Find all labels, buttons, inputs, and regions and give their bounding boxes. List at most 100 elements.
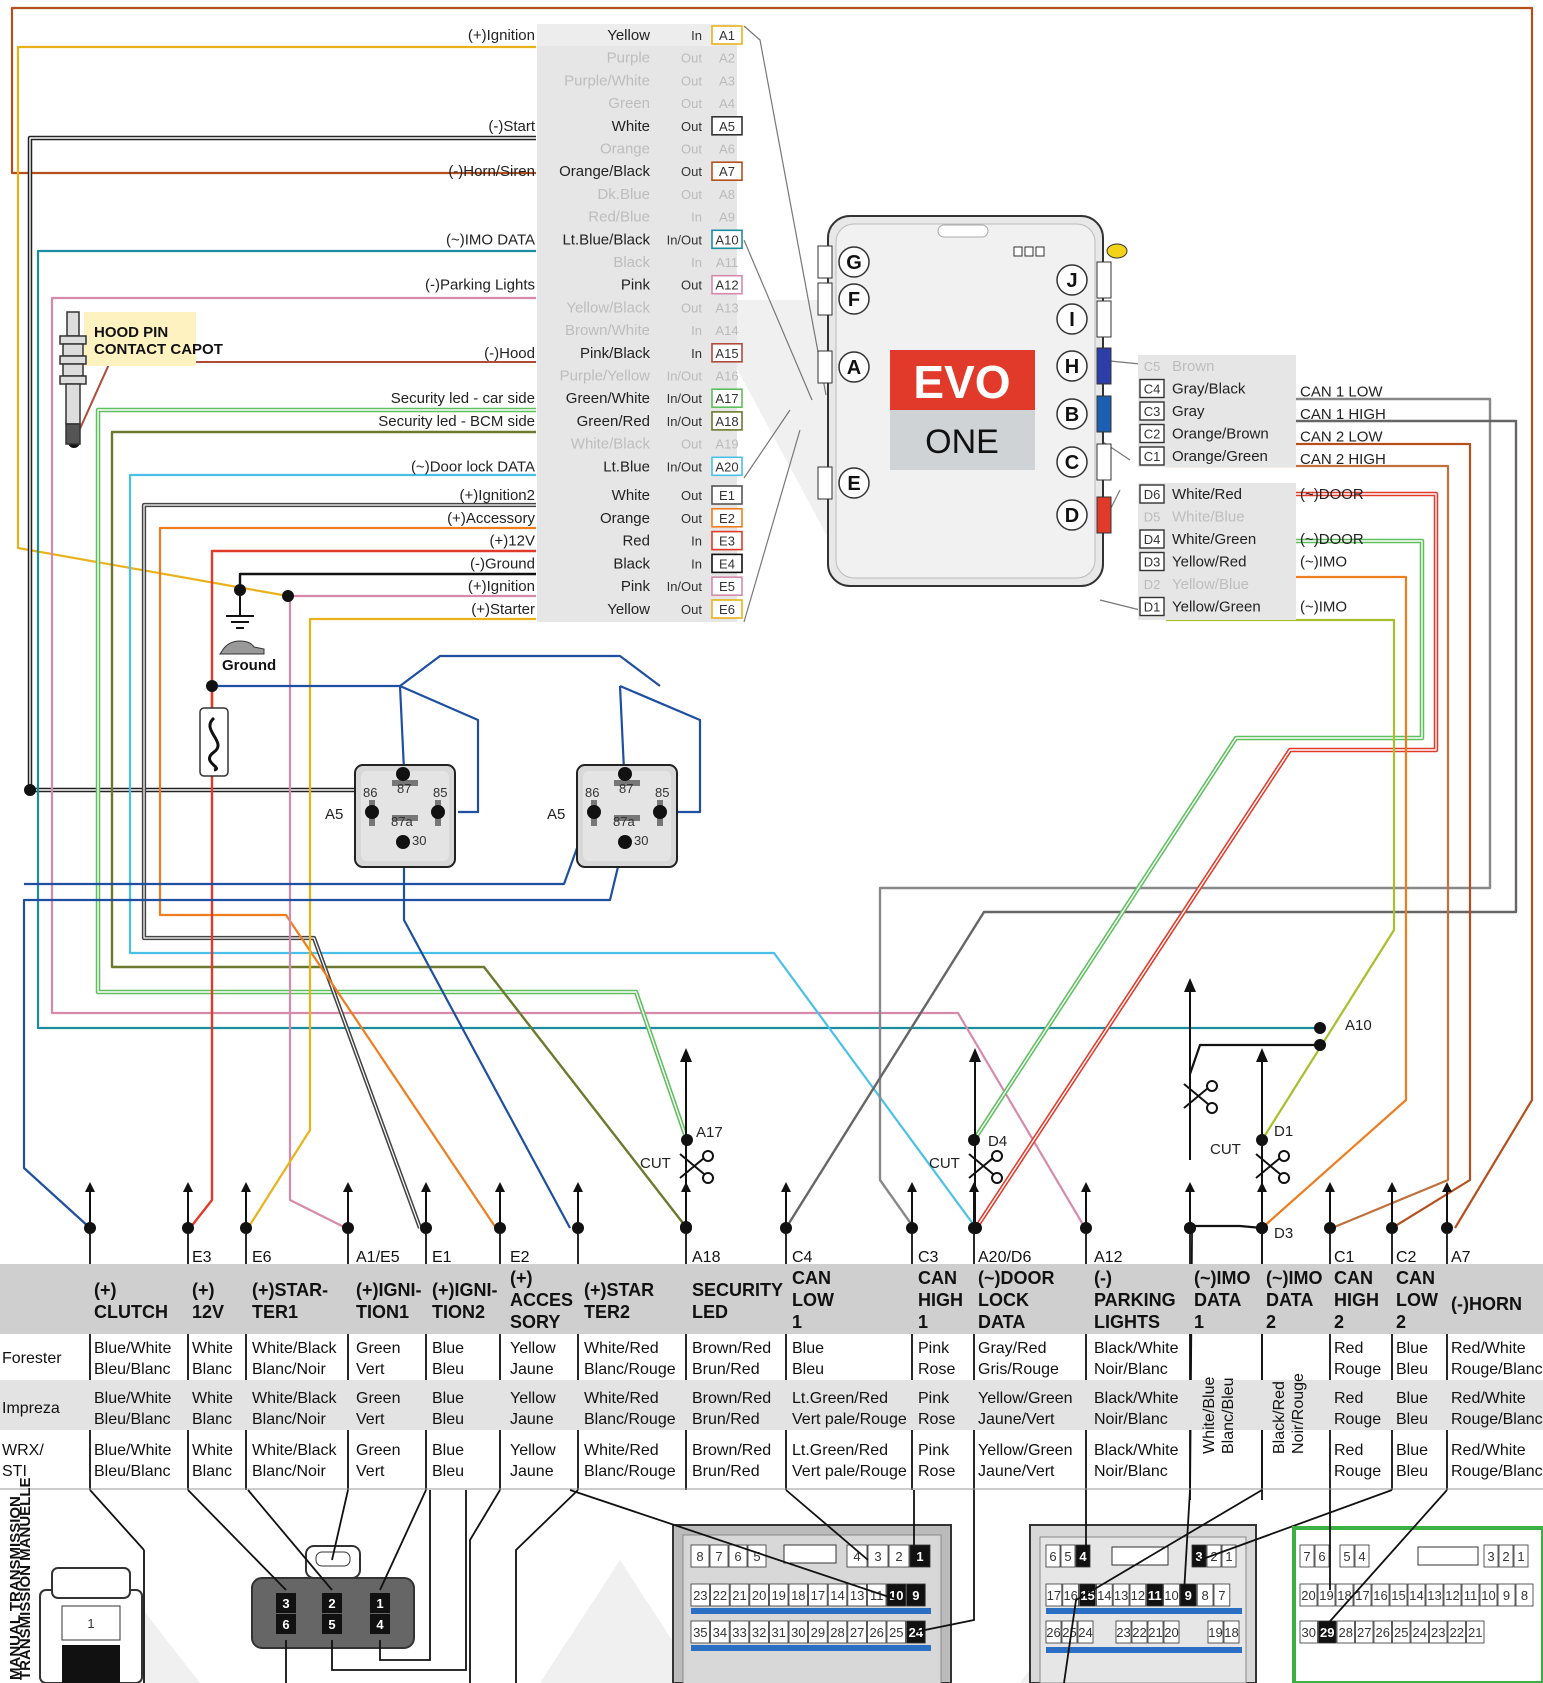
column-label: HIGH <box>918 1290 963 1310</box>
relay-pin-30: 30 <box>412 833 426 848</box>
port-letter: A <box>847 357 861 379</box>
column-label: TION1 <box>356 1302 409 1322</box>
connector-pin: 14 <box>830 1588 844 1603</box>
harness-func: (+)Ignition2 <box>460 487 535 504</box>
harness-pin: D1 <box>1144 600 1161 615</box>
table-cell: Blue <box>1396 1390 1428 1407</box>
harness-dir: In <box>691 210 702 225</box>
port-letter: B <box>1065 404 1079 426</box>
harness-pin: A1 <box>719 28 735 43</box>
table-cell: Bleu/Blanc <box>94 1361 171 1378</box>
hood-pin-label-2: CONTACT CAPOT <box>94 341 223 358</box>
connector-pin: 1 <box>1517 1549 1524 1564</box>
table-cell: Blanc/Noir <box>252 1411 326 1428</box>
hood-pin-switch-icon <box>59 311 87 445</box>
harness-label-bg <box>537 24 737 622</box>
table-cell: Blue/White <box>94 1390 171 1407</box>
column-label: (-) <box>1094 1268 1112 1288</box>
connector-pin: 29 <box>1320 1625 1334 1640</box>
harness-color: Orange <box>600 510 650 527</box>
connector-pin: 30 <box>1302 1625 1316 1640</box>
column-label: 12V <box>192 1302 224 1322</box>
harness-color: Purple/White <box>564 72 650 89</box>
table-cell: Red/White <box>1451 1390 1526 1407</box>
connector-pin: 22 <box>1132 1625 1146 1640</box>
table-cell: Vert <box>356 1411 385 1428</box>
harness-func: (~)DOOR <box>1300 486 1364 503</box>
column-label: ACCES <box>510 1290 573 1310</box>
harness-color: Brown/White <box>565 322 650 339</box>
table-cell: Brun/Red <box>692 1361 760 1378</box>
table-cell: Gray/Red <box>978 1340 1046 1357</box>
table-cell: Gris/Rouge <box>978 1361 1059 1378</box>
table-header: A7(-)HORN <box>1451 1249 1522 1314</box>
connector-pin: 19 <box>771 1588 785 1603</box>
harness-pin: E4 <box>719 556 735 571</box>
port-letter: C <box>1065 452 1079 474</box>
connector-pin: 11 <box>1464 1588 1478 1603</box>
column-label: CLUTCH <box>94 1302 168 1322</box>
logo-top: EVO <box>913 356 1010 408</box>
fuse-icon <box>199 707 229 777</box>
harness-dir: In/Out <box>667 369 703 384</box>
harness-dir: Out <box>681 187 702 202</box>
table-cell: Bleu/Blanc <box>94 1411 171 1428</box>
connector-pin: 21 <box>1148 1625 1162 1640</box>
column-label: 2 <box>1396 1312 1406 1332</box>
harness-pin: A19 <box>715 437 738 452</box>
table-cell: Blanc/Rouge <box>584 1463 676 1480</box>
imo1-color: Blanc/Bleu <box>1220 1378 1237 1455</box>
port-letter: D <box>1065 505 1079 527</box>
table-cell: Blue <box>432 1442 464 1459</box>
connector-pin: 11 <box>1148 1588 1162 1603</box>
table-cell: Pink <box>918 1442 950 1459</box>
column-pin: C3 <box>918 1249 939 1266</box>
port-letter: F <box>848 289 860 311</box>
harness-color: Pink <box>621 578 651 595</box>
connector-pin: 9 <box>1503 1588 1510 1603</box>
harness-func: (-)Parking Lights <box>425 277 535 294</box>
harness-pin: A20 <box>715 459 738 474</box>
harness-dir: Out <box>681 602 702 617</box>
harness-color: Orange/Brown <box>1172 426 1269 443</box>
table-cell: Rose <box>918 1411 955 1428</box>
harness-pin: A7 <box>719 164 735 179</box>
table-cell: Black/White <box>1094 1340 1179 1357</box>
harness-dir: Out <box>681 300 702 315</box>
ign-pin: 2 <box>328 1596 335 1611</box>
harness-func: (~)Door lock DATA <box>411 458 535 475</box>
table-cell: Green <box>356 1390 400 1407</box>
table-cell: Rose <box>918 1463 955 1480</box>
connector-pin: 3 <box>874 1549 881 1564</box>
column-label: 2 <box>1334 1312 1344 1332</box>
connector-pin: 2 <box>895 1549 902 1564</box>
harness-color: Yellow/Black <box>566 299 650 316</box>
harness-pin: A14 <box>715 323 738 338</box>
column-label: LED <box>692 1302 728 1322</box>
harness-dir: Out <box>681 164 702 179</box>
column-label: 1 <box>918 1312 928 1332</box>
harness-color: Gray/Black <box>1172 381 1246 398</box>
harness-pin: C1 <box>1144 449 1161 464</box>
harness-dir: Out <box>681 437 702 452</box>
table-cell: Rouge <box>1334 1411 1381 1428</box>
callout-a10: A10 <box>1345 1017 1372 1034</box>
port-g: G <box>817 245 870 279</box>
harness-pin: D4 <box>1144 532 1161 547</box>
connector-pin: 10 <box>889 1588 903 1603</box>
connector-pin: 20 <box>752 1588 766 1603</box>
connector-pin: 14 <box>1409 1588 1423 1603</box>
table-cell: Rouge/Blanc <box>1451 1463 1543 1480</box>
table-cell: Blue <box>1396 1340 1428 1357</box>
table-cell: Blue <box>432 1390 464 1407</box>
connector-pin: 5 <box>753 1549 760 1564</box>
ign-pin: 4 <box>376 1617 384 1632</box>
